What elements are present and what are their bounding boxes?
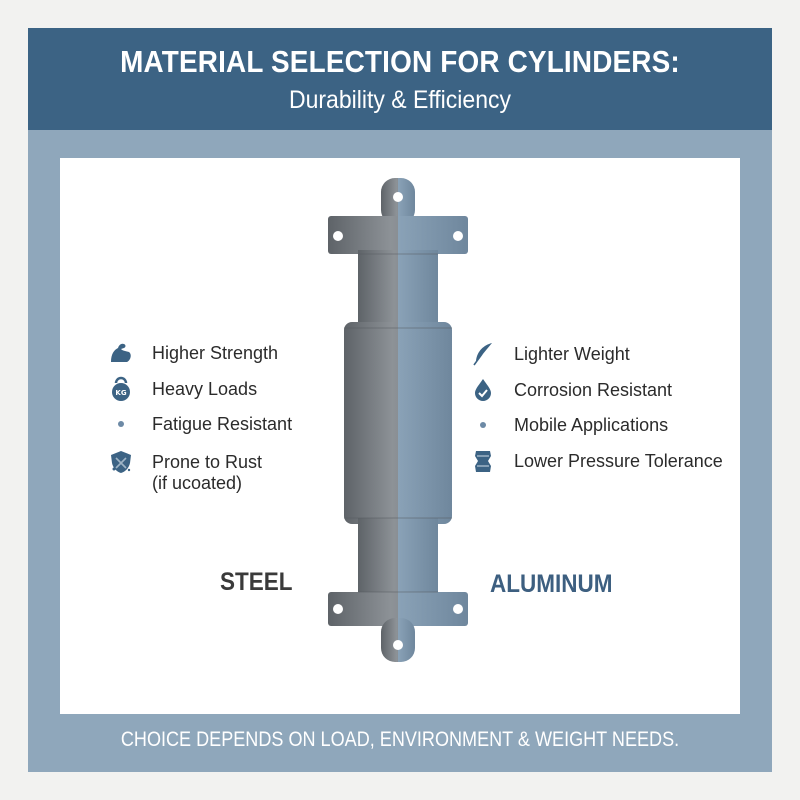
dented-can-icon	[470, 448, 496, 474]
aluminum-feature-1: Lighter Weight	[470, 341, 630, 367]
aluminum-label: ALUMINUM	[490, 570, 613, 598]
steel-feature-1: Higher Strength	[108, 340, 278, 366]
steel-feature-3-label: Fatigue Resistant	[152, 413, 293, 434]
feather-icon	[470, 341, 496, 367]
steel-feature-3: Fatigue Resistant	[108, 411, 292, 437]
steel-half	[328, 178, 398, 662]
steel-feature-2-label: Heavy Loads	[152, 378, 258, 399]
dot-icon	[108, 411, 134, 437]
steel-label: STEEL	[220, 568, 293, 596]
aluminum-feature-1-label: Lighter Weight	[514, 343, 630, 364]
steel-feature-2: KG Heavy Loads	[108, 376, 257, 402]
aluminum-feature-3-label: Mobile Applications	[514, 414, 669, 435]
bolt-holes	[333, 192, 463, 650]
page-subtitle: Durability & Efficiency	[288, 86, 511, 114]
header-banner: MATERIAL SELECTION FOR CYLINDERS: Durabi…	[28, 28, 772, 130]
aluminum-feature-4: Lower Pressure Tolerance	[470, 448, 723, 474]
water-drop-check-icon	[470, 377, 496, 403]
aluminum-feature-2: Corrosion Resistant	[470, 377, 672, 403]
page-title: MATERIAL SELECTION FOR CYLINDERS:	[120, 44, 680, 79]
kettlebell-icon-text: KG	[115, 389, 126, 397]
steel-feature-4-label: Prone to Rust	[152, 451, 263, 472]
cylinder-edges	[344, 253, 452, 593]
flexed-arm-icon	[108, 340, 134, 366]
steel-feature-1-label: Higher Strength	[152, 342, 279, 363]
footer-caption: CHOICE DEPENDS ON LOAD, ENVIRONMENT & WE…	[120, 728, 680, 751]
aluminum-half	[398, 178, 468, 662]
steel-feature-4-note: (if ucoated)	[152, 473, 243, 493]
kettlebell-icon: KG	[108, 376, 134, 402]
dot-icon	[470, 412, 496, 438]
steel-feature-4: Prone to Rust	[108, 449, 262, 475]
aluminum-feature-2-label: Corrosion Resistant	[514, 379, 673, 400]
aluminum-feature-3: Mobile Applications	[470, 412, 668, 438]
rusted-shield-icon	[108, 449, 134, 475]
aluminum-feature-4-label: Lower Pressure Tolerance	[514, 450, 723, 471]
